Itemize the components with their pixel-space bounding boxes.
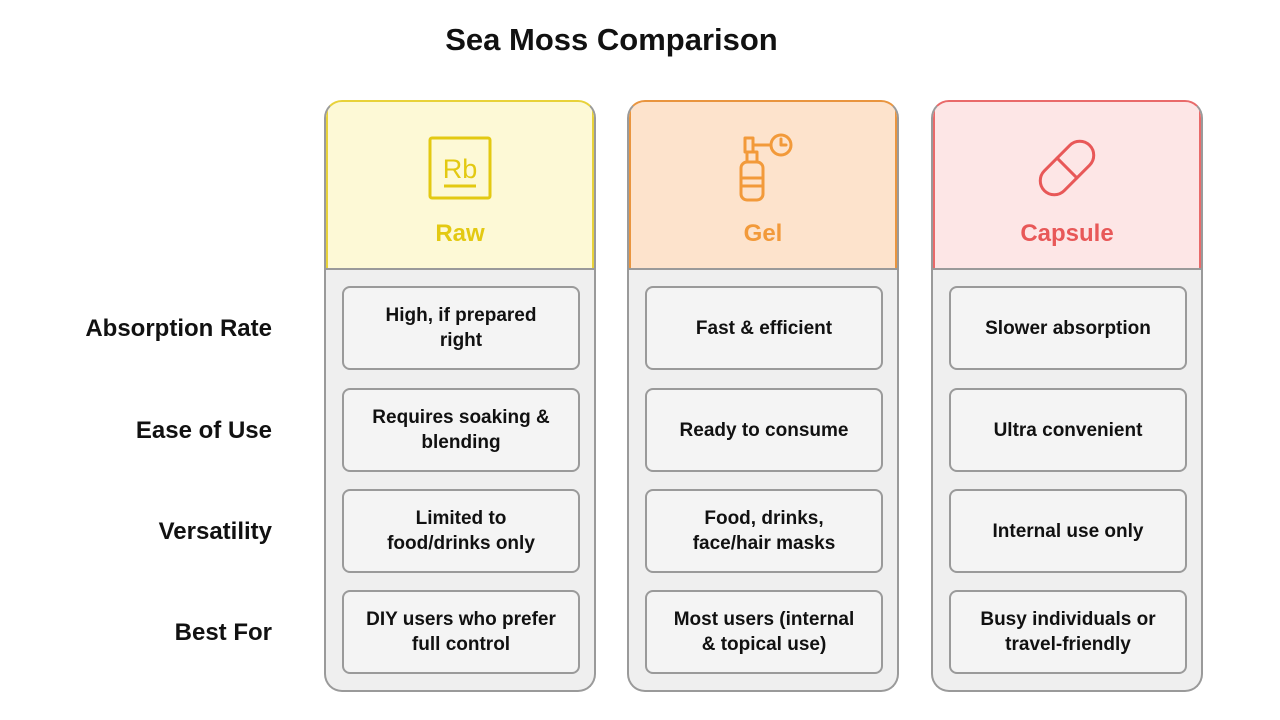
page-title: Sea Moss Comparison [445,22,778,57]
gel-versatility-cell: Food, drinks, face/hair masks [645,489,883,573]
pill-capsule-icon [1031,132,1103,204]
capsule-best-for-cell: Busy individuals or travel-friendly [949,590,1187,674]
raw-best-for-cell: DIY users who prefer full control [342,590,580,674]
column-gel: Gel Fast & efficient Ready to consume Fo… [627,100,899,692]
row-label-versatility: Versatility [158,518,272,545]
column-gel-title: Gel [743,220,783,247]
gel-ease-cell: Ready to consume [645,388,883,472]
row-label-ease-of-use: Ease of Use [135,417,272,444]
column-capsule-header: Capsule [933,102,1201,270]
column-raw-header: Rb Raw [326,102,594,270]
row-label-best-for: Best For [174,619,272,646]
column-raw-title: Raw [435,220,485,247]
gel-absorption-cell: Fast & efficient [645,286,883,370]
gel-best-for-cell: Most users (internal & topical use) [645,590,883,674]
rb-element-label: Rb [443,154,478,184]
raw-versatility-cell: Limited to food/drinks only [342,489,580,573]
column-capsule-title: Capsule [1020,220,1114,247]
rb-element-icon: Rb [424,132,496,204]
column-gel-header: Gel [629,102,897,270]
raw-absorption-cell: High, if prepared right [342,286,580,370]
capsule-absorption-cell: Slower absorption [949,286,1187,370]
row-label-absorption-rate: Absorption Rate [85,315,272,342]
capsule-ease-cell: Ultra convenient [949,388,1187,472]
column-raw: Rb Raw High, if prepared right Requires … [324,100,596,692]
spray-bottle-timer-icon [727,132,799,204]
raw-ease-cell: Requires soaking & blending [342,388,580,472]
capsule-versatility-cell: Internal use only [949,489,1187,573]
column-capsule: Capsule Slower absorption Ultra convenie… [931,100,1203,692]
